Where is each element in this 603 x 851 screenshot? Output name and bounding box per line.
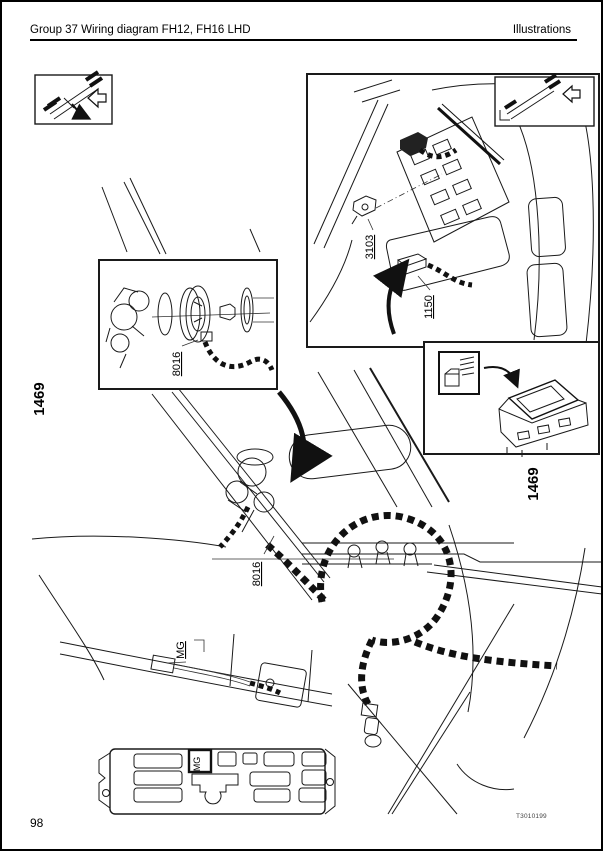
sensor-unit: [179, 285, 213, 343]
connector-1150: 1150: [373, 253, 473, 335]
dashboard-inset: 3103 1150: [306, 73, 600, 348]
connector-panel: MG: [98, 748, 336, 815]
lower-frame-rail: [59, 633, 333, 708]
mg-harness-connector: [150, 654, 282, 696]
page-header-title: Group 37 Wiring diagram FH12, FH16 LHD: [30, 24, 251, 36]
wiring-harness: [261, 512, 558, 748]
detail-arrow: [277, 390, 333, 483]
rocker-switch: [498, 379, 589, 457]
inset-sensor-callout: 8016: [171, 352, 183, 376]
orientation-icon: [34, 70, 113, 125]
inset-orientation-icon: [494, 73, 595, 127]
switch-symbol-icon: [438, 351, 480, 395]
diaphragm: [240, 287, 274, 333]
view-direction-arrow-icon: [562, 84, 581, 104]
figure-number-right: 1469: [525, 467, 542, 500]
chassis-drawing: 8016 MG: [31, 177, 601, 815]
chassis-sensor-callout: 8016: [251, 562, 263, 586]
mg-connector-callout: MG: [175, 641, 187, 659]
sensor-inset: 8016: [98, 259, 333, 483]
figure-number-left: 1469: [31, 382, 48, 415]
brake-valve-assembly: [218, 448, 275, 549]
connector-3103-callout: 3103: [364, 235, 376, 259]
connector-1150-callout: 1150: [423, 295, 435, 319]
fitting: [219, 303, 236, 321]
page-number: 98: [30, 816, 44, 830]
valve-body: [105, 287, 150, 369]
view-direction-arrow-icon: [87, 87, 107, 109]
harness-clamps: [347, 540, 419, 569]
switch-inset: [423, 341, 600, 457]
page-header-section: Illustrations: [512, 24, 571, 36]
switch-panel: [396, 103, 510, 243]
o-ring: [157, 292, 173, 336]
header-rule: [30, 39, 577, 41]
mg-panel-slot: [187, 748, 213, 774]
connector-3103: 3103: [351, 173, 443, 259]
mg-panel-slot-label: MG: [192, 757, 202, 772]
keyed-slot: [191, 773, 239, 805]
hanging-connector: [360, 702, 382, 748]
air-tank: [288, 424, 412, 480]
drawing-number: T3010199: [516, 813, 547, 820]
